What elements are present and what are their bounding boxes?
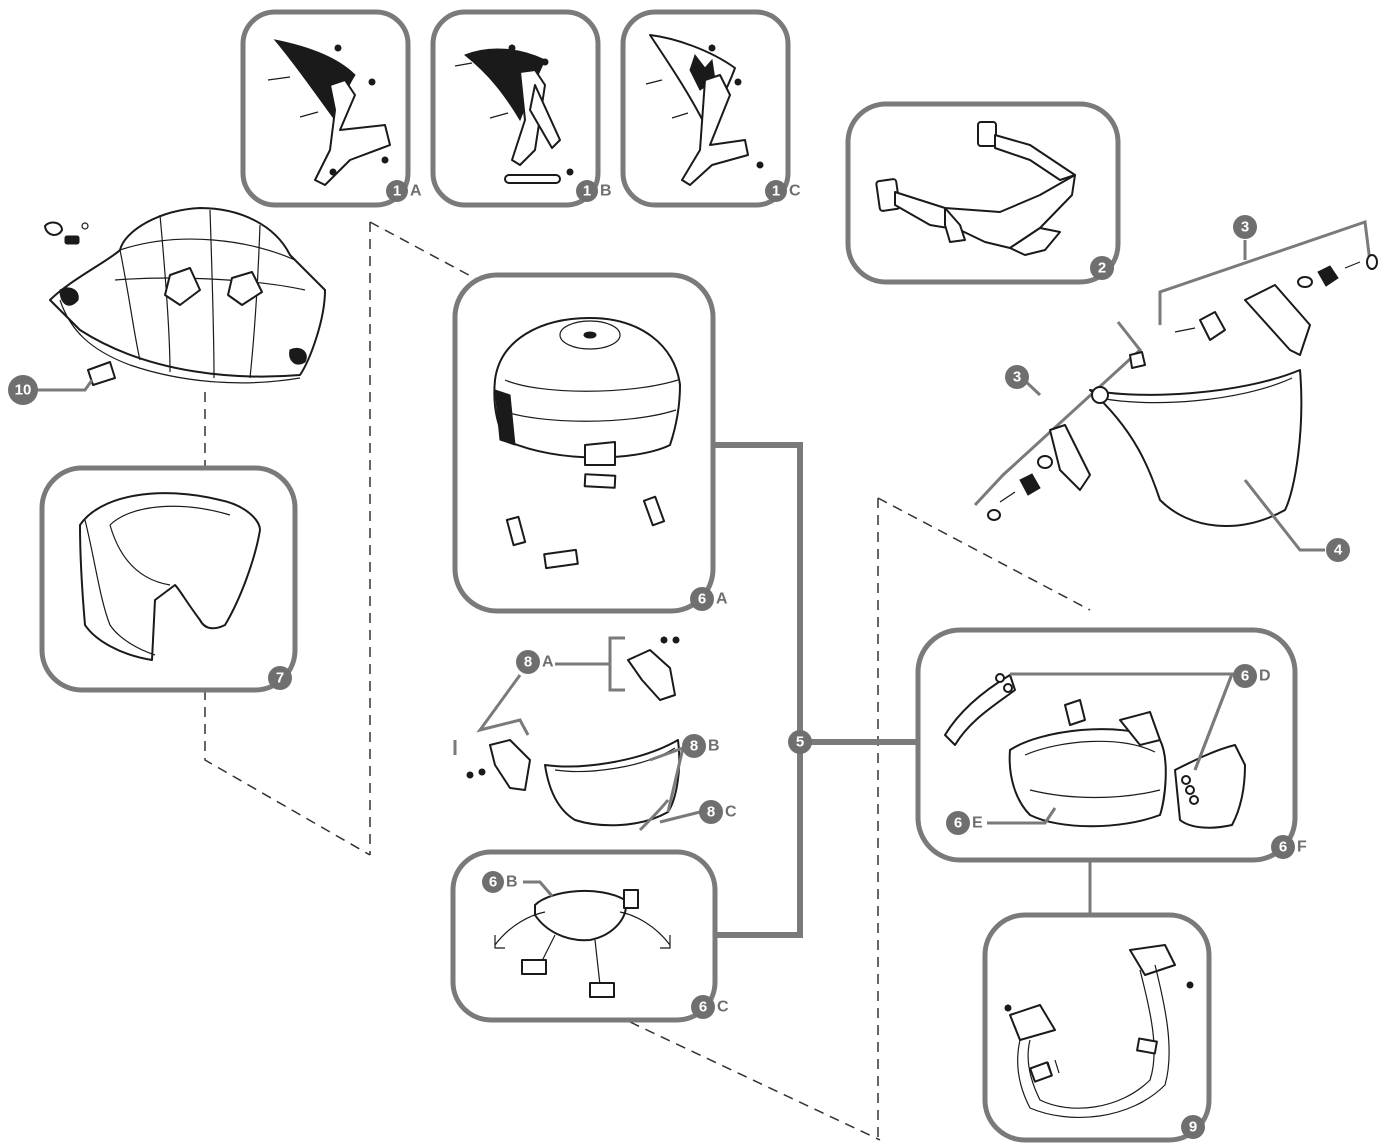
svg-text:E: E <box>972 815 983 832</box>
svg-text:6: 6 <box>954 815 962 832</box>
dashed-guides <box>204 221 1091 1141</box>
svg-text:8: 8 <box>524 654 532 671</box>
svg-text:A: A <box>542 654 554 671</box>
callout-6f: 6 F <box>1271 835 1307 859</box>
suspension-icon <box>494 880 671 998</box>
callout-8a: 8 A <box>516 650 554 674</box>
svg-text:3: 3 <box>1241 219 1249 236</box>
impact-cap-icon <box>493 317 681 570</box>
svg-text:1: 1 <box>583 183 591 200</box>
svg-text:6: 6 <box>1241 668 1249 685</box>
svg-text:2: 2 <box>1098 260 1106 277</box>
svg-text:F: F <box>1297 839 1307 856</box>
svg-text:D: D <box>1259 668 1271 685</box>
callout-6a: 6 A <box>690 587 728 611</box>
faceshield-mount-hardware-icon <box>1158 219 1378 356</box>
frame-1a <box>240 9 411 208</box>
svg-text:A: A <box>716 591 728 608</box>
callout-6b: 6 B <box>482 871 518 893</box>
front-holder-flame-icon <box>267 39 391 186</box>
ear-neck-protector-icon <box>79 492 261 661</box>
callout-8b: 8 B <box>682 734 720 758</box>
helmet-clip-icon <box>35 361 116 392</box>
headband-assembly-icon <box>944 672 1246 829</box>
svg-text:6: 6 <box>1279 839 1287 856</box>
svg-text:5: 5 <box>796 734 804 751</box>
callout-1b: 1 B <box>576 180 612 202</box>
callout-1c: 1 C <box>765 180 801 202</box>
callout-2: 2 <box>1090 256 1114 280</box>
callout-4: 4 <box>1326 538 1350 562</box>
svg-text:C: C <box>789 183 801 200</box>
callout-1a: 1 A <box>386 180 422 202</box>
svg-text:9: 9 <box>1189 1119 1197 1136</box>
callout-9: 9 <box>1181 1115 1205 1139</box>
svg-text:8: 8 <box>707 804 715 821</box>
front-holder-leaf-icon <box>645 34 764 186</box>
svg-text:7: 7 <box>276 670 284 687</box>
callout-6e: 6 E <box>946 811 983 835</box>
svg-text:A: A <box>410 183 422 200</box>
svg-text:6: 6 <box>699 999 707 1016</box>
svg-text:1: 1 <box>393 183 401 200</box>
callout-6c: 6 C <box>691 995 729 1019</box>
svg-text:6: 6 <box>489 874 497 891</box>
callout-3-top: 3 <box>1233 215 1257 239</box>
callout-3-left: 3 <box>1005 365 1029 389</box>
eyeshield-icon <box>453 636 701 832</box>
svg-text:8: 8 <box>690 738 698 755</box>
faceshield-mount-hardware-icon <box>973 321 1146 521</box>
chin-strap-icon <box>1004 944 1194 1118</box>
svg-text:B: B <box>708 738 720 755</box>
goggles-icon <box>875 121 1076 256</box>
callout-10: 10 <box>8 375 38 405</box>
svg-text:6: 6 <box>698 591 706 608</box>
svg-text:1: 1 <box>772 183 780 200</box>
faceshield-icon <box>1089 369 1325 552</box>
svg-text:3: 3 <box>1013 369 1021 386</box>
svg-text:C: C <box>717 999 729 1016</box>
connector-lines <box>712 442 1092 938</box>
svg-text:B: B <box>506 874 518 891</box>
svg-text:10: 10 <box>15 382 32 399</box>
callout-5: 5 <box>788 730 812 754</box>
svg-text:C: C <box>725 804 737 821</box>
helmet-shell-icon <box>44 207 326 384</box>
callout-6d: 6 D <box>1233 664 1271 688</box>
svg-text:4: 4 <box>1334 542 1343 559</box>
svg-text:B: B <box>600 183 612 200</box>
callout-8c: 8 C <box>699 800 737 824</box>
front-holder-eagle-icon <box>454 44 574 184</box>
callout-7: 7 <box>268 666 292 690</box>
